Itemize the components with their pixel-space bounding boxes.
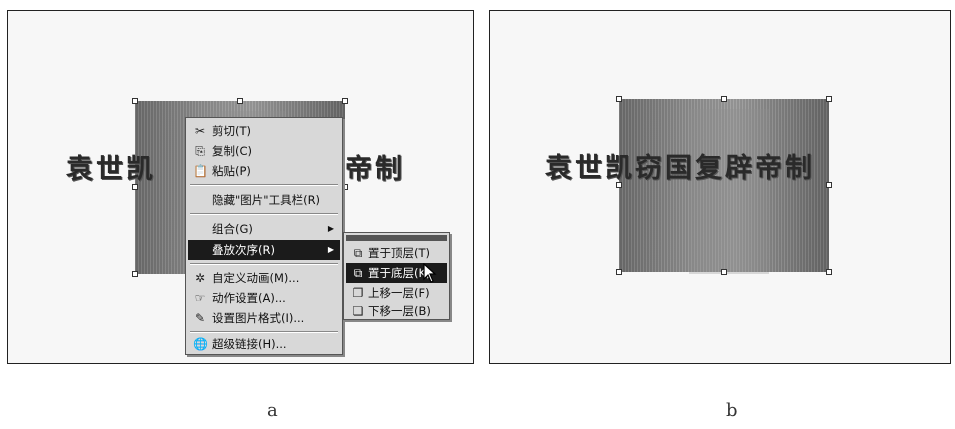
menu-item-group[interactable]: 组合(G) ▶ (188, 219, 340, 239)
menu-item-order[interactable]: 叠放次序(R) ▶ (188, 240, 340, 260)
scissors-icon: ✂ (194, 124, 206, 138)
menu-separator (190, 184, 338, 186)
menu-item-action-settings[interactable]: ☞ 动作设置(A)... (188, 288, 340, 308)
resize-handle-top-left[interactable] (132, 98, 138, 104)
resize-handle-bottom-left[interactable] (616, 269, 622, 275)
menu-separator (190, 331, 338, 333)
slide-title-text-left[interactable]: 袁世凯 (66, 154, 156, 185)
menu-item-label: 粘贴(P) (212, 164, 251, 178)
bring-to-front-icon: ⧉ (353, 246, 363, 260)
slide-title-text[interactable]: 袁世凯窃国复辟帝制 (545, 153, 815, 184)
menu-separator (190, 213, 338, 215)
action-icon: ☞ (194, 291, 206, 305)
slide-picture[interactable] (619, 99, 829, 274)
animation-icon: ✲ (194, 271, 206, 285)
resize-handle-top-left[interactable] (616, 96, 622, 102)
resize-handle-mid-left[interactable] (616, 182, 622, 188)
resize-handle-top-center[interactable] (237, 98, 243, 104)
menu-item-label: 隐藏"图片"工具栏(R) (212, 193, 321, 207)
resize-handle-mid-right[interactable] (826, 182, 832, 188)
menu-item-label: 自定义动画(M)... (212, 271, 300, 285)
menu-item-send-to-back[interactable]: ⧉ 置于底层(K) (346, 263, 447, 283)
format-picture-icon: ✎ (194, 311, 206, 325)
figure-silhouette (689, 109, 769, 274)
menu-item-label: 设置图片格式(I)... (212, 311, 305, 325)
hyperlink-icon: 🌐 (193, 337, 208, 351)
resize-handle-bottom-left[interactable] (132, 271, 138, 277)
submenu-title-bar (346, 235, 447, 241)
resize-handle-top-center[interactable] (721, 96, 727, 102)
menu-item-label: 上移一层(F) (368, 286, 430, 300)
menu-item-copy[interactable]: ⎘ 复制(C) (188, 141, 340, 161)
menu-item-label: 超级链接(H)... (212, 337, 287, 351)
menu-item-cut[interactable]: ✂ 剪切(T) (188, 121, 340, 141)
menu-item-custom-animation[interactable]: ✲ 自定义动画(M)... (188, 268, 340, 288)
slide-panel-b: 袁世凯窃国复辟帝制 (489, 10, 951, 364)
bring-forward-icon: ❐ (352, 286, 364, 300)
menu-item-paste[interactable]: 📋 粘贴(P) (188, 161, 340, 181)
menu-item-format-picture[interactable]: ✎ 设置图片格式(I)... (188, 308, 340, 328)
menu-item-label: 动作设置(A)... (212, 291, 286, 305)
menu-item-label: 叠放次序(R) (212, 243, 275, 257)
send-to-back-icon: ⧉ (353, 266, 363, 280)
menu-item-bring-forward[interactable]: ❐ 上移一层(F) (346, 283, 447, 303)
menu-item-hide-picture-toolbar[interactable]: 隐藏"图片"工具栏(R) (188, 190, 340, 210)
menu-item-label: 置于底层(K) (368, 266, 431, 280)
paste-icon: 📋 (193, 164, 208, 178)
menu-item-label: 剪切(T) (212, 124, 251, 138)
menu-item-label: 组合(G) (212, 222, 253, 236)
resize-handle-bottom-center[interactable] (721, 269, 727, 275)
submenu-arrow-icon: ▶ (327, 224, 334, 233)
send-backward-icon: ❏ (352, 304, 364, 318)
submenu-arrow-icon: ▶ (327, 245, 334, 254)
resize-handle-top-right[interactable] (826, 96, 832, 102)
menu-item-label: 置于顶层(T) (368, 246, 430, 260)
menu-item-bring-to-front[interactable]: ⧉ 置于顶层(T) (346, 243, 447, 263)
copy-icon: ⎘ (195, 144, 205, 158)
slide-title-text-right[interactable]: 帝制 (345, 154, 405, 185)
resize-handle-mid-left[interactable] (132, 184, 138, 190)
menu-item-label: 下移一层(B) (368, 304, 431, 318)
slide-panel-a: 袁世凯 帝制 ✂ 剪切(T) ⎘ 复制(C) 📋 粘贴(P) 隐藏"图片"工具栏… (7, 10, 474, 364)
resize-handle-bottom-right[interactable] (826, 269, 832, 275)
mouse-pointer-icon (423, 263, 437, 283)
figure-caption-b: b (726, 400, 738, 421)
figure-caption-a: a (267, 400, 278, 421)
menu-item-hyperlink[interactable]: 🌐 超级链接(H)... (188, 334, 340, 354)
resize-handle-top-right[interactable] (342, 98, 348, 104)
context-menu: ✂ 剪切(T) ⎘ 复制(C) 📋 粘贴(P) 隐藏"图片"工具栏(R) 组合(… (185, 117, 343, 355)
menu-separator (190, 263, 338, 265)
order-submenu: ⧉ 置于顶层(T) ⧉ 置于底层(K) ❐ 上移一层(F) ❏ 下移一层(B) (343, 232, 450, 320)
menu-item-send-backward[interactable]: ❏ 下移一层(B) (346, 301, 447, 321)
menu-item-label: 复制(C) (212, 144, 253, 158)
